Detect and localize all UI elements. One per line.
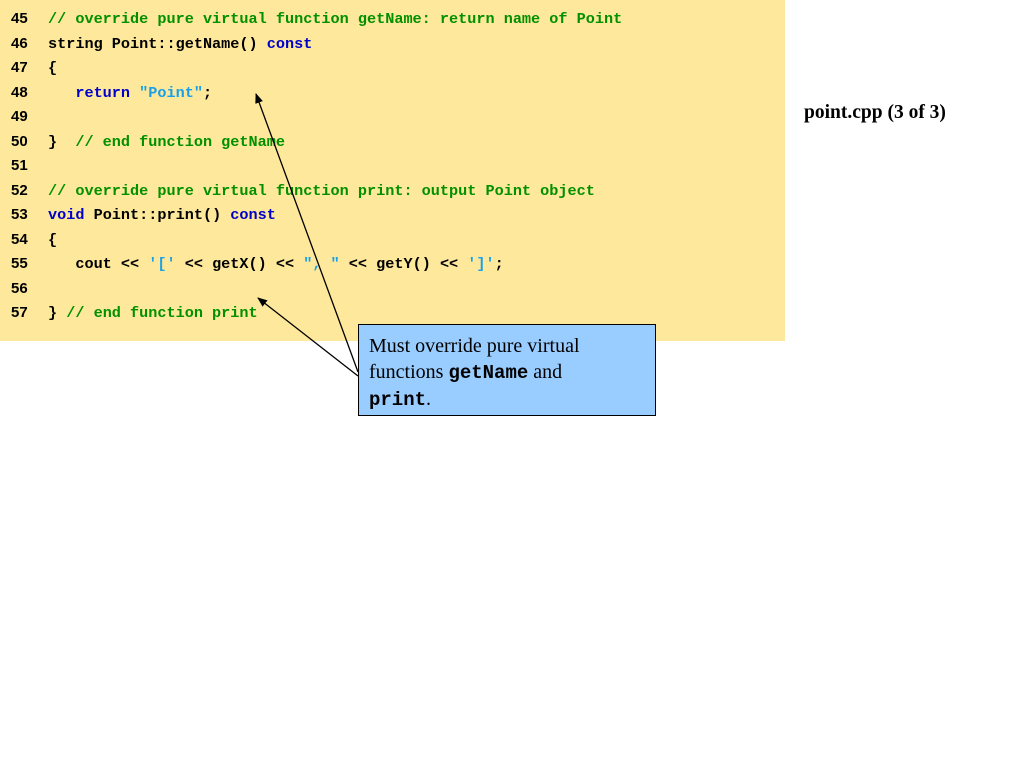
code-token: "Point" (139, 83, 203, 102)
code-text: } // end function print (48, 301, 258, 325)
code-token: string Point::getName() (48, 34, 267, 53)
line-number: 52 (11, 181, 28, 199)
code-text: { (48, 228, 57, 252)
code-token: // override pure virtual function getNam… (48, 10, 623, 28)
line-number: 57 (11, 304, 28, 321)
code-line: 46 string Point::getName() const (0, 32, 785, 56)
code-token: return (75, 83, 131, 102)
code-token: cout << (48, 255, 149, 273)
callout-text: Must override pure virtual functions (369, 335, 580, 383)
code-panel: 45 // override pure virtual function getN… (0, 0, 785, 341)
line-number: 55 (11, 255, 28, 272)
code-line: 48 return "Point"; (0, 81, 785, 105)
callout-text-and: and (528, 361, 563, 383)
code-token: ; (494, 255, 504, 273)
line-number: 49 (11, 108, 28, 125)
arrow-to-print (257, 297, 359, 377)
code-token: { (48, 59, 58, 77)
code-token: << getY() << (339, 255, 468, 273)
code-token: '[' (148, 255, 176, 273)
line-number: 48 (11, 83, 28, 101)
code-line: 50} // end function getName (0, 130, 785, 154)
code-line: 52 // override pure virtual function prin… (0, 179, 785, 203)
code-token: << getX() << (175, 255, 304, 273)
code-line: 49 (0, 105, 785, 129)
code-text: string Point::getName() const (48, 32, 312, 56)
arrow-to-getname (255, 93, 359, 373)
line-number: 53 (11, 206, 28, 223)
callout-code-getname: getName (448, 362, 529, 384)
code-text: { (48, 56, 57, 80)
code-token: Point::print() (84, 206, 231, 224)
callout-code-print: print (369, 389, 427, 411)
code-token: const (230, 206, 276, 224)
code-line: 55 cout << '[' << getX() << ", " << getY… (0, 252, 785, 276)
code-line: 51 (0, 154, 785, 178)
code-token: const (266, 34, 313, 53)
line-number: 54 (11, 230, 28, 248)
code-token: { (48, 230, 58, 249)
code-text: // override pure virtual function getNam… (48, 7, 622, 31)
line-number: 46 (11, 34, 28, 52)
code-token: } (48, 304, 67, 322)
code-line: 56 (0, 277, 785, 301)
line-number: 47 (11, 59, 28, 76)
code-text: } // end function getName (48, 130, 285, 154)
code-token: // end function print (66, 304, 258, 322)
callout-text-period: . (426, 388, 432, 410)
code-token: ']' (467, 255, 495, 273)
line-number: 45 (11, 10, 28, 27)
code-text: cout << '[' << getX() << ", " << getY() … (48, 252, 504, 276)
callout-box: Must override pure virtual functions get… (358, 324, 656, 416)
line-number: 51 (11, 157, 28, 174)
code-text: return "Point"; (48, 81, 212, 105)
code-token: // end function getName (75, 132, 285, 151)
code-token: } (48, 132, 76, 151)
code-line: 57} // end function print (0, 301, 785, 325)
line-number: 50 (11, 132, 28, 150)
code-text: void Point::print() const (48, 203, 276, 227)
code-line: 54 { (0, 228, 785, 252)
slide-title: point.cpp (3 of 3) (804, 102, 946, 123)
code-line: 45 // override pure virtual function getN… (0, 7, 785, 31)
line-number: 56 (11, 279, 28, 297)
code-text: // override pure virtual function print:… (48, 179, 595, 203)
code-token: ; (202, 83, 213, 102)
code-line: 53 void Point::print() const (0, 203, 785, 227)
code-line: 47 { (0, 56, 785, 80)
code-token: void (48, 206, 85, 224)
code-token: // override pure virtual function print:… (48, 181, 595, 200)
